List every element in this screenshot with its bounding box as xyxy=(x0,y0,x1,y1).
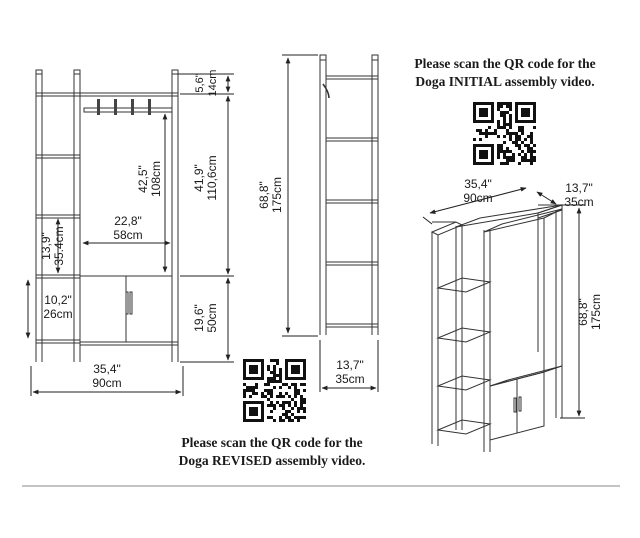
iso-dimension-lines xyxy=(422,187,585,419)
side-depth-in: 13,7" xyxy=(336,358,364,372)
front-top-gap-in: 5,6" xyxy=(194,73,206,92)
front-cabinet-height-cm: 50cm xyxy=(205,303,219,332)
front-upper-height-in: 41,9" xyxy=(192,164,206,192)
front-shelf-gap-cm: 35.4cm xyxy=(52,226,66,265)
iso-width-in: 35,4" xyxy=(464,177,492,191)
isometric-view xyxy=(430,204,563,452)
qr-code-revised-icon xyxy=(243,359,306,422)
front-top-gap-cm: 14cm xyxy=(207,70,219,97)
side-height-in: 68,8" xyxy=(257,181,271,209)
caption-initial-line2: Doga INITIAL assembly video. xyxy=(415,74,594,89)
qr-code-initial-icon xyxy=(473,102,536,165)
front-upper-height-cm: 110,6cm xyxy=(205,155,219,200)
front-width-cm: 90cm xyxy=(92,376,121,390)
iso-height-cm: 175cm xyxy=(589,294,603,330)
coat-hooks xyxy=(97,99,151,115)
caption-initial-line1: Please scan the QR code for the xyxy=(414,56,595,71)
caption-revised-line1: Please scan the QR code for the xyxy=(181,435,362,450)
front-shelf-gap-in: 13,9" xyxy=(39,232,53,260)
caption-revised-line2: Doga REVISED assembly video. xyxy=(179,453,366,468)
iso-depth-in: 13,7" xyxy=(565,181,593,195)
iso-depth-cm: 35cm xyxy=(564,195,593,209)
side-height-cm: 175cm xyxy=(270,177,284,213)
side-view xyxy=(319,54,379,335)
front-view xyxy=(35,69,179,362)
front-bottom-gap-cm: 26cm xyxy=(43,307,72,321)
front-width-in: 35,4" xyxy=(93,362,121,376)
front-inner-width-in: 22,8" xyxy=(114,214,142,228)
front-hang-height-in: 42,5" xyxy=(136,165,150,193)
front-inner-width-cm: 58cm xyxy=(113,228,142,242)
labels: Please scan the QR code for the Doga INI… xyxy=(39,56,603,468)
front-hang-height-cm: 108cm xyxy=(149,161,163,197)
side-dimension-lines xyxy=(282,54,379,392)
iso-height-in: 68,8" xyxy=(576,298,590,326)
side-depth-cm: 35cm xyxy=(335,372,364,386)
front-cabinet-height-in: 19,6" xyxy=(192,304,206,332)
front-bottom-gap-in: 10,2" xyxy=(44,293,72,307)
front-dimension-lines xyxy=(25,73,234,396)
iso-width-cm: 90cm xyxy=(463,191,492,205)
